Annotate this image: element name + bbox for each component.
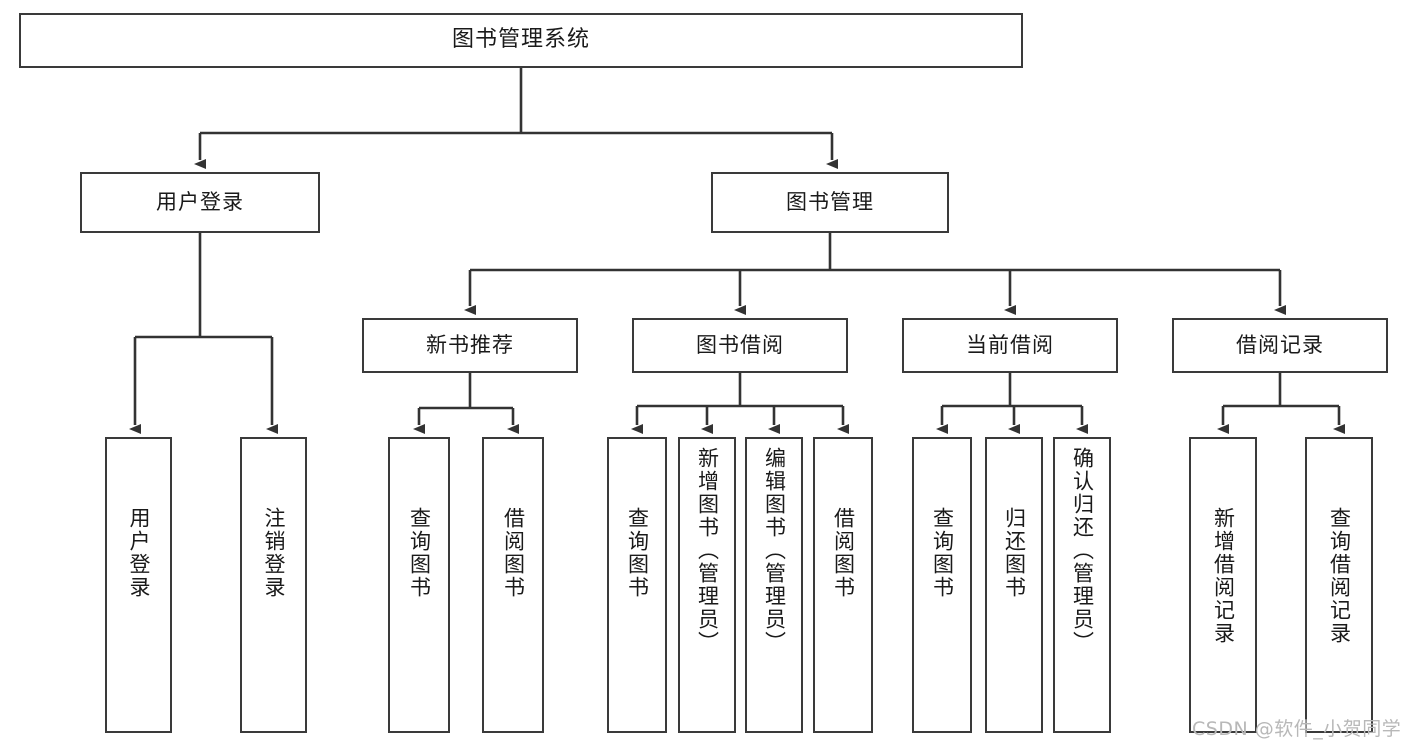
node-borrow-record[interactable]: 借阅记录 <box>1172 318 1388 373</box>
node-leaf-query-book-2[interactable]: 查询图书 <box>607 437 667 733</box>
node-leaf-query-book-1[interactable]: 查询图书 <box>388 437 450 733</box>
node-root-label: 图书管理系统 <box>451 27 590 53</box>
leaf-label: 查询图书 <box>930 507 955 599</box>
leaf-label: 查询图书 <box>407 507 432 599</box>
node-user-login-label: 用户登录 <box>156 189 244 214</box>
leaf-label: 查询图书 <box>625 507 650 599</box>
leaf-label: 用户登录 <box>126 507 151 599</box>
leaf-label: 注销登录 <box>261 507 286 599</box>
leaf-label: 查询借阅记录 <box>1327 507 1352 645</box>
node-book-manage[interactable]: 图书管理 <box>711 172 949 233</box>
leaf-label: 归还图书 <box>1002 507 1027 599</box>
node-leaf-query-book-3[interactable]: 查询图书 <box>912 437 972 733</box>
node-leaf-confirm-return[interactable]: 确认归还（管理员） <box>1053 437 1111 733</box>
leaf-label: 借阅图书 <box>831 507 856 599</box>
leaf-label: 确认归还（管理员） <box>1070 447 1095 654</box>
node-leaf-logout[interactable]: 注销登录 <box>240 437 307 733</box>
node-leaf-add-record[interactable]: 新增借阅记录 <box>1189 437 1257 733</box>
leaf-label: 新增图书（管理员） <box>695 447 720 654</box>
leaf-label: 编辑图书（管理员） <box>762 447 787 654</box>
node-leaf-user-login[interactable]: 用户登录 <box>105 437 172 733</box>
node-new-book-recommend[interactable]: 新书推荐 <box>362 318 578 373</box>
node-leaf-query-record[interactable]: 查询借阅记录 <box>1305 437 1373 733</box>
node-leaf-borrow-book-1[interactable]: 借阅图书 <box>482 437 544 733</box>
leaf-label: 新增借阅记录 <box>1211 507 1236 645</box>
node-current-borrow-label: 当前借阅 <box>966 332 1054 357</box>
node-book-borrow-label: 图书借阅 <box>696 332 784 357</box>
node-user-login[interactable]: 用户登录 <box>80 172 320 233</box>
node-borrow-record-label: 借阅记录 <box>1236 332 1324 357</box>
node-current-borrow[interactable]: 当前借阅 <box>902 318 1118 373</box>
node-leaf-edit-book[interactable]: 编辑图书（管理员） <box>745 437 803 733</box>
node-leaf-add-book[interactable]: 新增图书（管理员） <box>678 437 736 733</box>
csdn-watermark: CSDN @软件_小贺同学 <box>1192 718 1402 740</box>
node-leaf-borrow-book-2[interactable]: 借阅图书 <box>813 437 873 733</box>
node-leaf-return-book[interactable]: 归还图书 <box>985 437 1043 733</box>
node-book-borrow[interactable]: 图书借阅 <box>632 318 848 373</box>
node-new-book-recommend-label: 新书推荐 <box>426 332 514 357</box>
leaf-label: 借阅图书 <box>501 507 526 599</box>
node-root-system[interactable]: 图书管理系统 <box>19 13 1023 68</box>
node-book-manage-label: 图书管理 <box>786 189 874 214</box>
